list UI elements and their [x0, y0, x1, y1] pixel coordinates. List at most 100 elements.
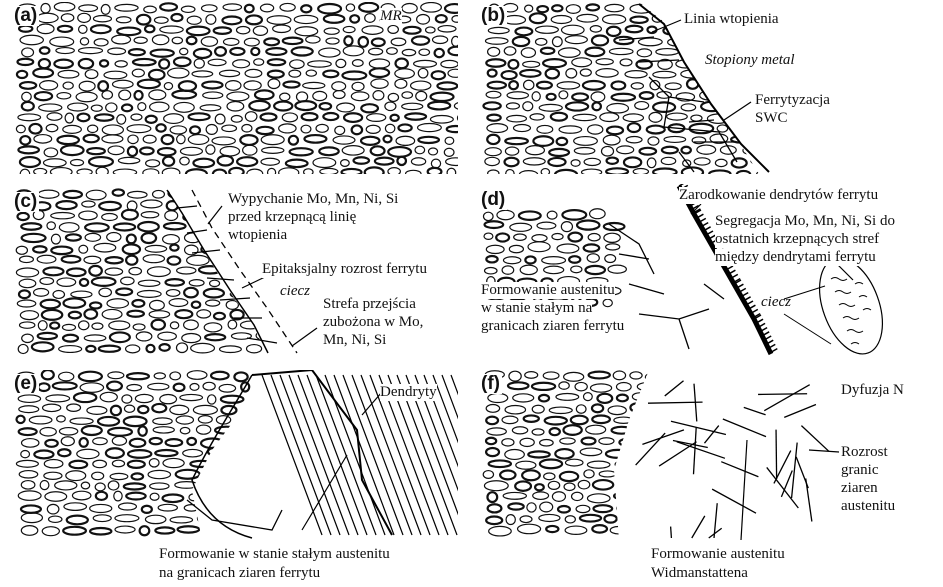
grain	[514, 480, 533, 492]
grain	[190, 342, 216, 354]
grain	[683, 45, 697, 57]
grain	[571, 92, 590, 102]
grain	[241, 123, 253, 133]
zone-pointer	[291, 327, 318, 347]
grain	[294, 100, 318, 112]
grain	[253, 245, 266, 255]
grain	[116, 26, 142, 37]
grain	[244, 68, 263, 78]
grain	[196, 309, 212, 319]
grain	[242, 144, 258, 156]
base-metal-label: MR	[380, 8, 402, 25]
grain	[165, 199, 179, 212]
grain	[536, 221, 557, 230]
grain	[720, 27, 731, 35]
grain	[645, 514, 649, 525]
grain	[66, 403, 82, 413]
grain	[602, 134, 621, 146]
grain	[358, 2, 380, 13]
grain	[186, 254, 210, 266]
grain	[368, 47, 384, 56]
grain	[206, 446, 226, 457]
grain	[427, 147, 439, 156]
grain	[287, 134, 300, 146]
grain	[195, 424, 212, 435]
grain	[62, 81, 74, 90]
grain	[564, 515, 576, 524]
grain	[504, 448, 525, 461]
grain	[117, 502, 138, 511]
grain	[18, 255, 35, 264]
grain	[322, 13, 346, 24]
grain	[779, 17, 790, 23]
grain	[604, 448, 631, 459]
grain	[267, 78, 281, 90]
grain	[43, 458, 64, 469]
grain	[36, 254, 57, 264]
grain	[504, 136, 529, 146]
grain	[605, 125, 625, 136]
grain	[701, 80, 727, 89]
grain	[88, 264, 103, 277]
panel-b: (b) Linia wtopienia Stopiony metal Ferry…	[479, 2, 934, 174]
grain	[169, 516, 194, 524]
grain	[522, 79, 535, 91]
grain	[600, 145, 615, 157]
grain	[108, 331, 131, 344]
grain	[20, 512, 44, 524]
dendrite-spike	[730, 273, 739, 280]
grain	[51, 381, 78, 391]
grain	[59, 144, 85, 157]
grain	[236, 502, 257, 513]
grain	[629, 371, 643, 380]
grain	[101, 212, 118, 222]
grain	[161, 155, 176, 167]
grain	[220, 472, 242, 481]
grain	[93, 242, 117, 253]
grain	[33, 449, 55, 460]
dendrite-spike	[733, 279, 742, 285]
grain	[222, 37, 240, 46]
grain	[647, 136, 660, 146]
grain	[18, 80, 38, 90]
grain	[322, 111, 340, 122]
grain	[508, 80, 520, 91]
widmanstatten-plate	[647, 401, 703, 404]
grain	[572, 113, 597, 122]
grain	[39, 479, 50, 491]
grain	[38, 80, 59, 91]
grain	[569, 414, 589, 426]
grain	[625, 135, 643, 144]
grain	[342, 112, 364, 124]
grain	[88, 301, 103, 310]
dendrite-spike	[752, 312, 761, 319]
grain	[127, 48, 146, 57]
grain	[77, 320, 90, 331]
grain	[486, 503, 503, 514]
dendrite-spike	[755, 318, 764, 324]
grain	[146, 266, 171, 278]
grain	[40, 308, 64, 321]
grain	[629, 402, 644, 413]
grain	[732, 123, 751, 135]
grain	[365, 124, 381, 134]
grain	[77, 46, 104, 55]
grain	[541, 256, 567, 265]
grain	[64, 112, 75, 124]
grain	[657, 58, 673, 70]
grain	[447, 45, 458, 57]
grain	[682, 159, 692, 168]
grain	[418, 48, 431, 57]
grain	[226, 266, 251, 278]
grain	[591, 101, 602, 112]
grain	[332, 135, 356, 145]
dendrite-line	[432, 374, 458, 444]
grain	[629, 523, 645, 535]
grain	[50, 245, 74, 256]
grain	[151, 402, 168, 414]
grain	[586, 460, 611, 469]
grain	[18, 405, 40, 414]
grain	[555, 392, 580, 401]
grain	[616, 145, 635, 155]
grain	[368, 58, 391, 69]
